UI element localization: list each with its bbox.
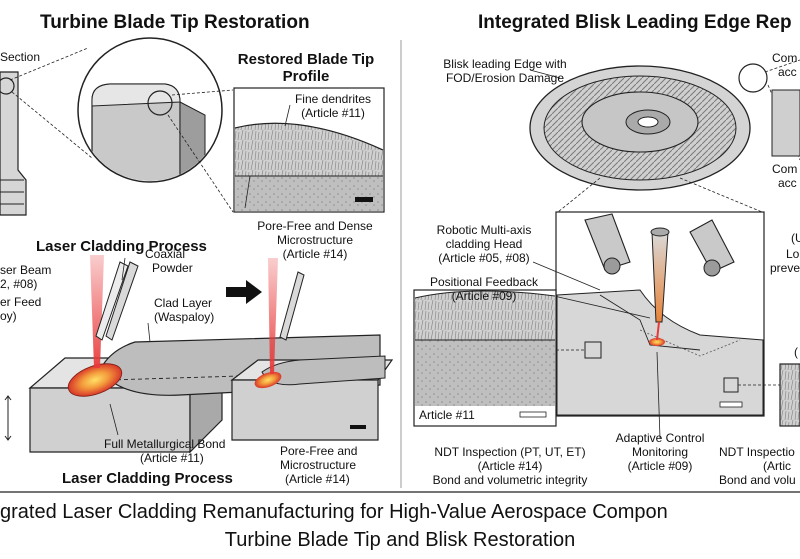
- positional-label-2: (Article #09): [451, 289, 517, 303]
- adaptive-label-2: Monitoring: [631, 445, 689, 459]
- laser-beam-label-2: 2, #08): [0, 277, 38, 291]
- restored-profile-title-2: Profile: [282, 68, 330, 85]
- ndt-right-label-1: NDT Inspectio: [719, 445, 795, 459]
- ndt-right-label-3: Bond and volu: [719, 473, 796, 487]
- blisk-illustration: [529, 65, 751, 191]
- comp-mid-1: Com: [772, 162, 798, 176]
- turbine-blade-illustration: [0, 71, 27, 216]
- clad-layer-label-2: (Waspaloy): [154, 310, 215, 324]
- bond-label-2: (Article #11): [140, 451, 204, 465]
- footer-title-line2: Turbine Blade Tip and Blisk Restoration: [224, 529, 576, 551]
- cladding-result-block: [230, 258, 394, 441]
- right-edge-label-1: (U: [791, 231, 800, 245]
- ndt-right-label-2: (Artic: [763, 459, 791, 473]
- comp-top-2: acc: [778, 65, 797, 79]
- adaptive-label-3: (Article #09): [627, 459, 693, 473]
- article11-micrograph: [413, 289, 557, 427]
- right-edge-label-3: preve: [770, 261, 800, 275]
- clad-layer-label-1: Clad Layer: [154, 296, 213, 310]
- comp-inset-box: [771, 89, 800, 157]
- restored-profile-micrograph: [233, 87, 385, 213]
- robotic-label-2: cladding Head: [445, 237, 523, 251]
- pore-free-label-3: (Article #14): [282, 247, 348, 261]
- cladding-workpiece: [4, 255, 381, 454]
- blisk-label-1: Blisk leading Edge with: [443, 57, 567, 71]
- blisk-label-2: FOD/Erosion Damage: [445, 71, 565, 85]
- pore-free-label-1: Pore-Free and Dense: [257, 219, 373, 233]
- robotic-cladding-scene: [555, 211, 765, 417]
- footer-title-line1: grated Laser Cladding Remanufacturing fo…: [0, 501, 668, 523]
- robotic-label-1: Robotic Multi-axis: [436, 223, 532, 237]
- left-panel-title: Turbine Blade Tip Restoration: [40, 12, 310, 33]
- fine-dendrites-label: Fine dendrites: [294, 92, 372, 106]
- right-micrograph: [779, 363, 800, 427]
- powder-feed-label-2: oy): [0, 309, 17, 323]
- ndt-left-label-3: Bond and volumetric integrity: [432, 473, 588, 487]
- coaxial-label-1: Coaxial: [145, 247, 186, 261]
- laser-beam-label-1: ser Beam: [0, 263, 52, 277]
- pore-free-small-2: Microstructure: [280, 458, 357, 472]
- restored-profile-title-1: Restored Blade Tip: [237, 51, 375, 68]
- comp-top-1: Com: [772, 51, 798, 65]
- robotic-label-3: (Article #05, #08): [438, 251, 530, 265]
- comp-mid-2: acc: [778, 176, 797, 190]
- process-caption: Laser Cladding Process: [62, 470, 233, 487]
- ndt-left-label-2: (Article #14): [477, 459, 543, 473]
- blade-tip-zoom-circle: [77, 37, 223, 183]
- right-panel-title: Integrated Blisk Leading Edge Rep: [478, 12, 792, 33]
- pore-free-label-2: Microstructure: [276, 233, 354, 247]
- article11-label: Article #11: [419, 408, 475, 422]
- pore-free-small-3: (Article #14): [285, 472, 350, 486]
- ndt-left-label-1: NDT Inspection (PT, UT, ET): [434, 445, 586, 459]
- bond-label-1: Full Metallurgical Bond: [104, 437, 226, 451]
- damage-callout-circle: [738, 63, 768, 93]
- adaptive-label-1: Adaptive Control: [615, 431, 705, 445]
- process-title: Laser Cladding Process: [36, 238, 207, 255]
- right-edge-label-2: Lo: [786, 247, 800, 261]
- process-arrow: [226, 280, 262, 304]
- coaxial-label-2: Powder: [152, 261, 193, 275]
- section-label: Section: [0, 50, 41, 64]
- positional-label-1: Positional Feedback: [429, 275, 539, 289]
- fine-dendrites-article: (Article #11): [301, 106, 365, 120]
- right-edge-label-4: (: [794, 345, 798, 359]
- pore-free-small-1: Pore-Free and: [280, 444, 358, 458]
- powder-feed-label-1: er Feed: [0, 295, 42, 309]
